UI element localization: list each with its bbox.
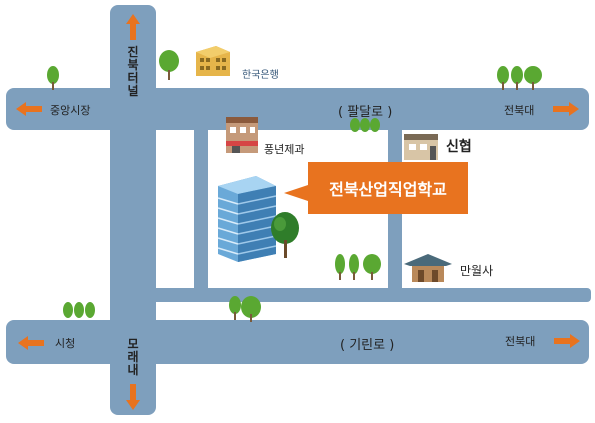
road-label-girin: ( 기린로 ) [340, 338, 395, 353]
arrow-down-icon [126, 384, 140, 410]
bakery-building-icon [226, 117, 258, 153]
landmark-label-bank: 한국은행 [242, 70, 279, 81]
tree-icon [159, 50, 179, 80]
arrow-left-bottom-icon [18, 336, 44, 350]
tree-icon [271, 212, 299, 258]
tree-icon [229, 296, 261, 322]
road-label-palldal: ( 팔달로 ) [338, 105, 393, 120]
landmark-label-bakery: 풍년제과 [264, 143, 305, 156]
road-palldal [6, 88, 589, 130]
tree-icon [497, 66, 542, 90]
landmark-label-credit-union: 신협 [446, 139, 472, 155]
arrow-up-icon [126, 14, 140, 40]
road-middle [150, 288, 591, 302]
arrow-right-bottom-icon [554, 334, 580, 348]
road-name-girin: 기린로 [349, 338, 386, 353]
direction-label-bottom-left: 시청 [55, 337, 76, 350]
direction-label-top-right: 전북대 [504, 104, 535, 117]
direction-label-bottom-right: 전북대 [505, 335, 536, 348]
road-girin [6, 320, 589, 364]
temple-building-icon [404, 254, 452, 282]
vertical-road-top-label: 진북터널 [127, 45, 139, 98]
credit-union-building-icon [404, 134, 438, 160]
arrow-right-top-icon [553, 102, 579, 116]
road-vertical-main [110, 5, 156, 415]
school-label-pointer [284, 185, 308, 201]
bank-building-icon [196, 46, 230, 76]
tree-icon [350, 118, 380, 132]
arrow-left-top-icon [16, 102, 42, 116]
school-label: 전북산업직업학교 [308, 162, 468, 214]
road-name-palldal: 팔달로 [347, 105, 384, 120]
tree-icon [63, 302, 95, 318]
landmark-label-temple: 만월사 [460, 264, 494, 278]
school-building-icon [217, 176, 277, 262]
road-inner-left [194, 128, 208, 298]
direction-label-top-left: 중앙시장 [50, 104, 91, 117]
vertical-road-bottom-label: 모래내 [127, 337, 139, 377]
tree-icon [335, 254, 381, 280]
tree-icon [47, 66, 59, 90]
